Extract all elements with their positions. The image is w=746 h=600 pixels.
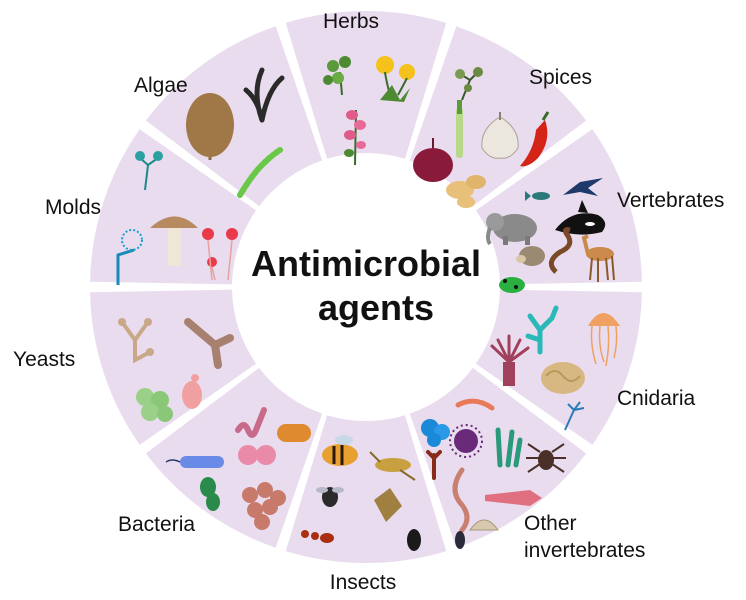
brown-seaweed-icon — [186, 93, 234, 160]
staphylococcus-icon — [242, 482, 286, 530]
spider-icon — [526, 443, 566, 473]
center-circle — [234, 155, 498, 419]
cnidaria-icons — [490, 305, 620, 431]
clam-icon — [469, 519, 499, 531]
label-molds: Molds — [45, 196, 101, 219]
center-title-line1: Antimicrobial — [251, 243, 481, 284]
fly-icon — [316, 487, 344, 507]
segment-molds — [90, 129, 257, 285]
algae-icons — [186, 67, 285, 198]
label-algae: Algae — [134, 74, 188, 97]
sea-urchin-icon — [449, 424, 483, 458]
hydra-icon — [564, 401, 585, 431]
label-vertebrates: Vertebrates — [617, 189, 724, 212]
fission-yeast-icon — [184, 318, 234, 369]
aspergillus-icon — [135, 151, 163, 191]
squid-icon — [485, 490, 542, 506]
mushroom-icon — [150, 216, 198, 266]
crayfish-icon — [426, 450, 442, 480]
spirillum-icon — [235, 407, 267, 438]
label-yeasts: Yeasts — [13, 348, 75, 371]
mussel-icon — [455, 531, 465, 549]
stink-bug-icon — [374, 488, 402, 522]
label-spices: Spices — [529, 66, 592, 89]
snake-icon — [548, 227, 573, 274]
yeasts-icons — [118, 318, 234, 422]
vertebrates-icons — [486, 178, 615, 293]
label-cnidaria: Cnidaria — [617, 387, 696, 410]
segment-spices — [409, 26, 587, 207]
sea-anemone-icon — [490, 334, 530, 386]
gazelle-icon — [581, 234, 615, 282]
earthworm-icon — [452, 467, 470, 533]
kelp-icon — [243, 67, 285, 123]
bacteria-icons — [165, 407, 311, 530]
diplococcus-icon — [238, 445, 276, 465]
spirulina-icon — [237, 147, 283, 198]
onion-icon — [413, 138, 453, 182]
fish-icon — [525, 191, 550, 201]
yeast-cluster-icon — [136, 388, 173, 422]
elephant-icon — [486, 213, 537, 246]
sporangium-icon — [202, 228, 238, 281]
molds-icons — [116, 151, 238, 285]
segment-yeasts — [90, 289, 257, 445]
grasshopper-icon — [369, 451, 416, 481]
bacillus-icon — [277, 424, 311, 442]
center-title-line2: agents — [318, 287, 434, 328]
label-insects: Insects — [330, 571, 397, 594]
coccobacillus-icon — [200, 477, 220, 511]
ginger-icon — [446, 175, 486, 208]
other-invertebrates-icons — [421, 398, 566, 549]
ant-icon — [301, 530, 334, 543]
label-herbs: Herbs — [323, 10, 379, 33]
segment-algae — [145, 26, 323, 207]
swallow-icon — [563, 178, 603, 196]
garlic-icon — [481, 112, 519, 159]
label-bacteria: Bacteria — [118, 513, 195, 536]
budding-yeast-icon — [118, 318, 154, 364]
leek-icon — [456, 100, 463, 158]
beetle-icon — [407, 529, 421, 551]
segment-herbs — [285, 11, 447, 159]
frog-icon — [499, 277, 525, 293]
coral-icon — [525, 305, 559, 355]
mucor-mold-icon — [116, 229, 143, 285]
snapdragon-flower-icon — [344, 109, 366, 166]
spices-icons — [413, 67, 550, 208]
shrimp-icon — [455, 398, 495, 411]
herb-sprig-icon — [455, 67, 483, 101]
segment-vertebrates — [475, 129, 642, 285]
hedgehog-icon — [516, 246, 545, 266]
label-other-invertebrates-line2: invertebrates — [524, 539, 645, 562]
yeast-cell-icon — [182, 374, 202, 409]
herbs-icons — [323, 56, 415, 166]
clover-plant-icon — [323, 56, 351, 96]
insects-icons — [301, 435, 421, 551]
rod-bacterium-icon — [165, 456, 224, 468]
label-other-invertebrates-line1: Other — [524, 512, 577, 535]
chili-pepper-icon — [520, 111, 550, 167]
jellyfish-icon — [588, 313, 620, 367]
seaweed-coral-icon — [495, 427, 523, 468]
sponge-icon — [421, 419, 450, 447]
dandelion-icon — [376, 56, 415, 102]
bee-icon — [322, 435, 358, 466]
brain-coral-icon — [541, 362, 585, 394]
